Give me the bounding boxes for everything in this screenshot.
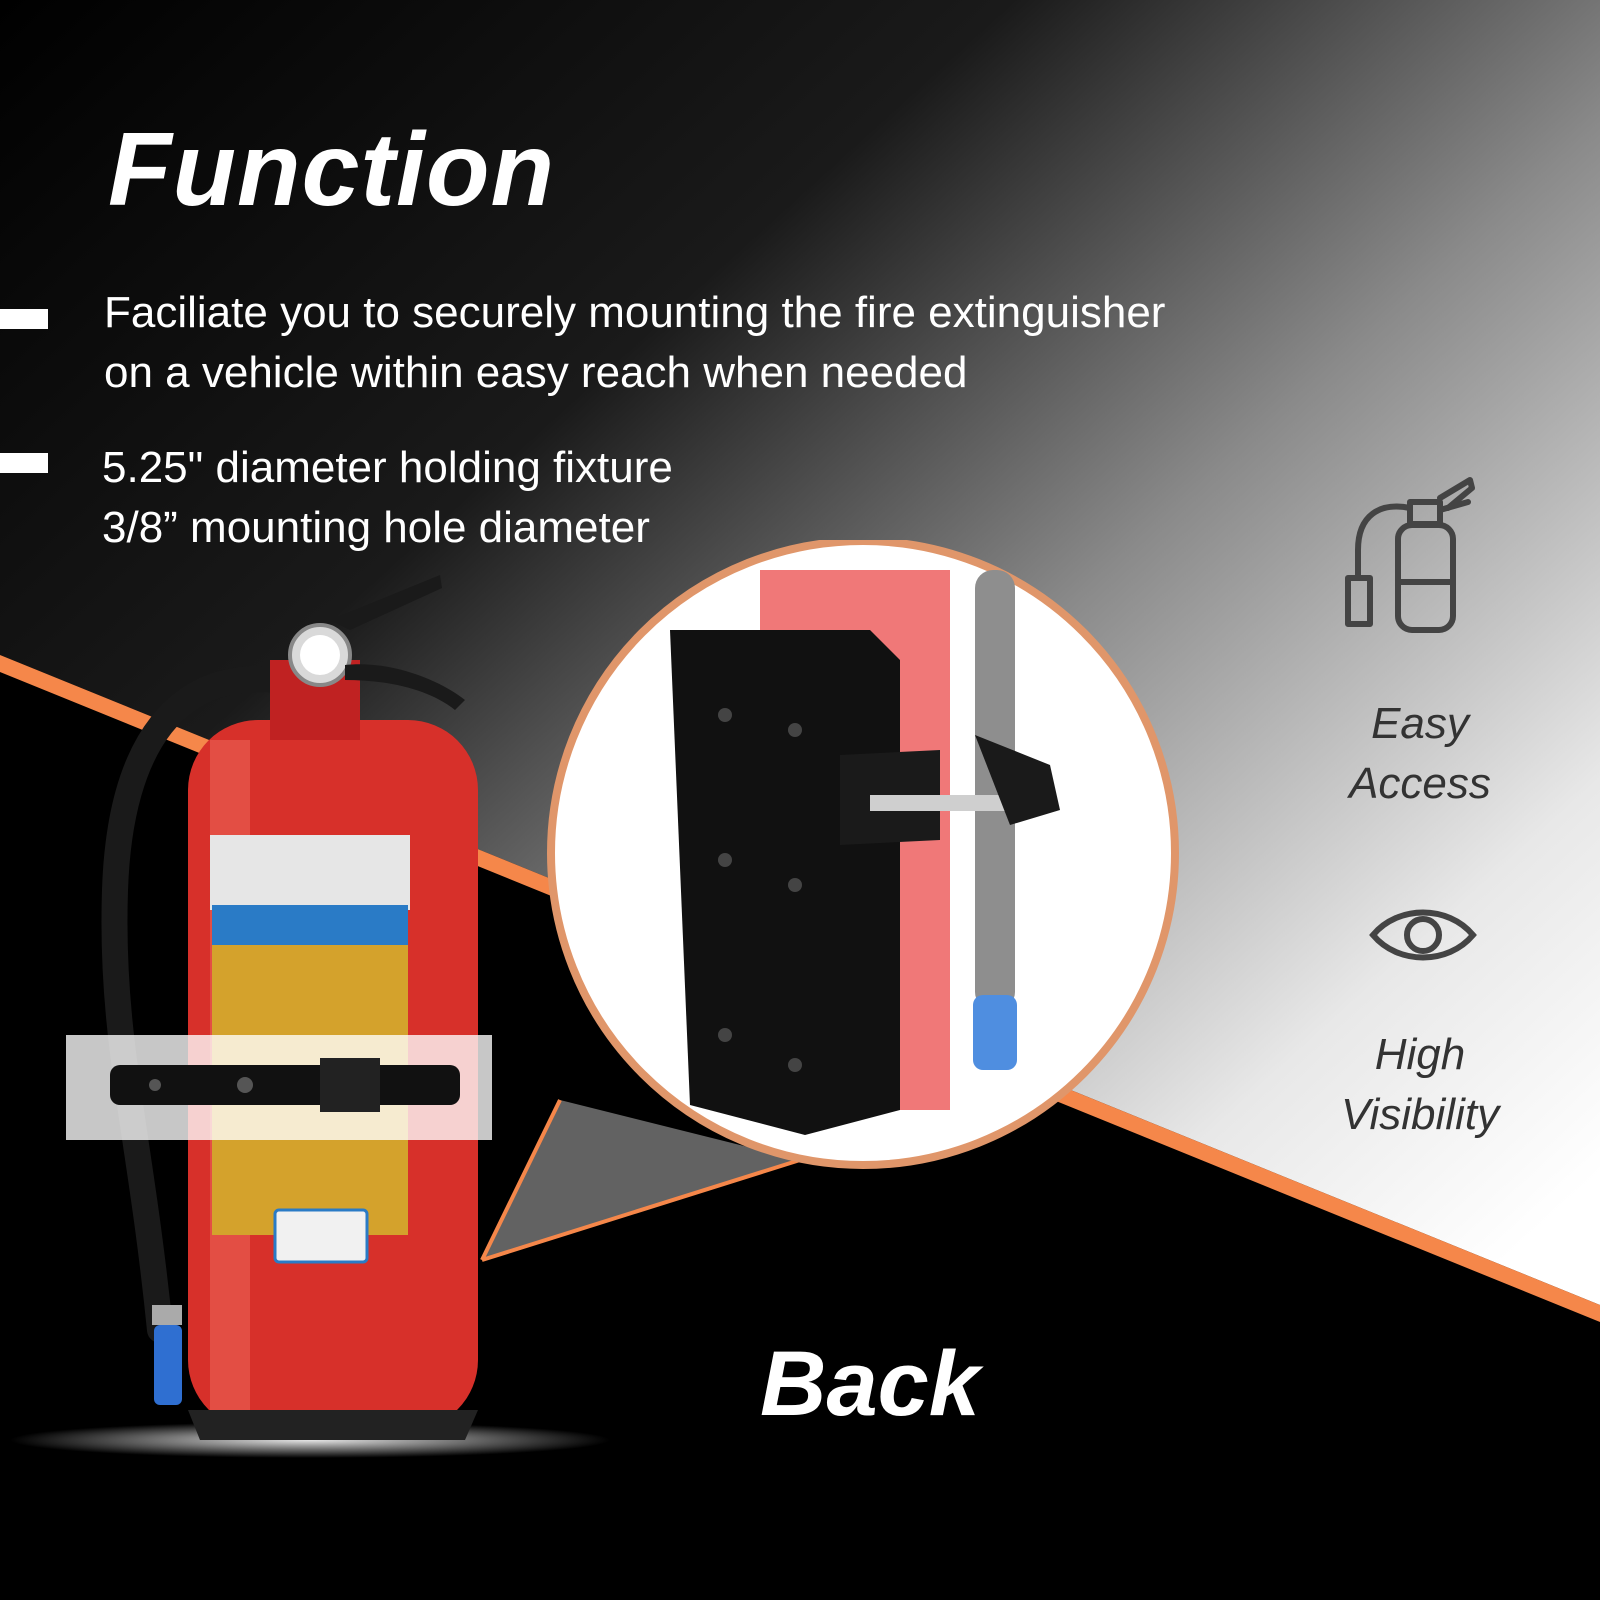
- bullet-text: 5.25" diameter holding fixture 3/8” moun…: [102, 438, 673, 558]
- feature-label-easy-access: Easy Access: [1300, 694, 1540, 814]
- bullet-marker: [0, 453, 48, 473]
- view-label: Back: [760, 1333, 980, 1435]
- bullet-marker: [0, 309, 48, 329]
- bullet-line: 3/8” mounting hole diameter: [102, 503, 650, 552]
- feature-line: High: [1374, 1030, 1466, 1079]
- bullet-line: on a vehicle within easy reach when need…: [104, 348, 968, 397]
- bullet-line: 5.25" diameter holding fixture: [102, 443, 673, 492]
- feature-label-high-visibility: High Visibility: [1290, 1025, 1550, 1145]
- fire-extinguisher-icon: [1345, 477, 1475, 633]
- bullet-text: Faciliate you to securely mounting the f…: [104, 283, 1165, 403]
- eye-icon: [1369, 909, 1477, 961]
- bullet-line: Faciliate you to securely mounting the f…: [104, 288, 1166, 337]
- bracket-closeup: [480, 540, 1179, 1262]
- fire-extinguisher-photo: [66, 575, 492, 1440]
- feature-line: Easy: [1371, 699, 1469, 748]
- feature-line: Access: [1349, 759, 1491, 808]
- page-title: Function: [108, 112, 556, 228]
- feature-line: Visibility: [1340, 1090, 1500, 1139]
